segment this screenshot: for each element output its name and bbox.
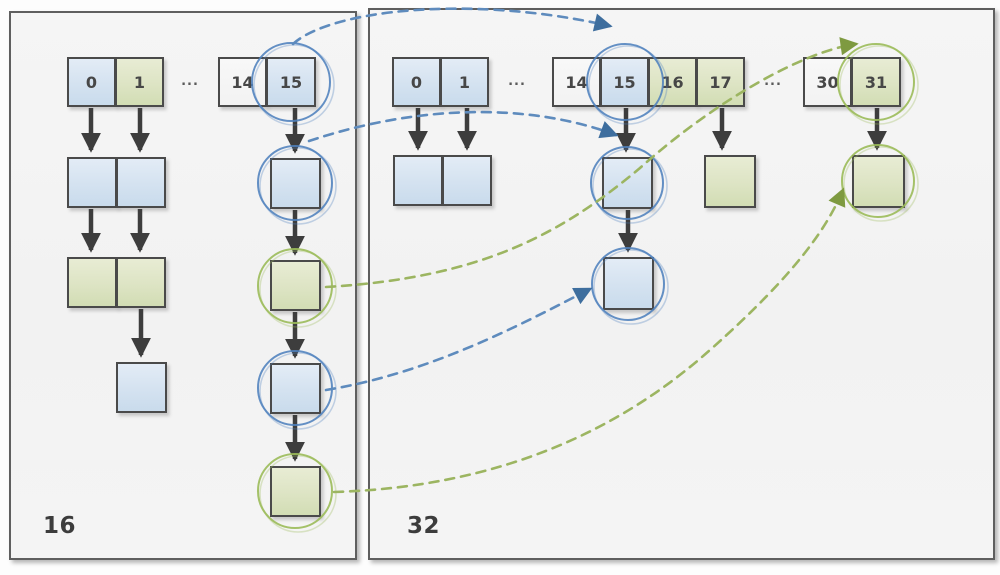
bucket-box-circled: [270, 466, 321, 517]
array-cell-0: 0: [67, 57, 116, 107]
bucket-box-circled: [603, 257, 654, 310]
array-cell-1: 1: [115, 57, 164, 107]
array-cell-31: 31: [851, 57, 901, 107]
ellipsis: ...: [181, 74, 199, 89]
array-cell-14: 14: [552, 57, 601, 107]
bucket-box-circled: [852, 155, 905, 208]
array-cell-16: 16: [648, 57, 697, 107]
array-cell-17: 17: [696, 57, 745, 107]
array-cell-1: 1: [440, 57, 489, 107]
bucket-box: [67, 257, 117, 308]
array-cell-14: 14: [218, 57, 267, 107]
bucket-box: [67, 157, 117, 208]
array-cell-0: 0: [392, 57, 441, 107]
bucket-box: [116, 257, 166, 308]
panel-16-label: 16: [43, 513, 77, 539]
array-cell-30: 30: [803, 57, 852, 107]
bucket-box: [442, 155, 492, 206]
panel-32-label: 32: [407, 513, 441, 539]
array-cell-15: 15: [266, 57, 316, 107]
bucket-box-circled: [602, 157, 653, 209]
bucket-box-circled: [270, 363, 321, 414]
bucket-box: [116, 157, 166, 208]
ellipsis: ...: [764, 74, 782, 89]
array-cell-15: 15: [600, 57, 649, 107]
bucket-box: [704, 155, 756, 208]
ellipsis: ...: [508, 74, 526, 89]
bucket-box-circled: [270, 260, 321, 311]
bucket-box: [116, 362, 167, 413]
bucket-box-circled: [270, 158, 321, 209]
bucket-box: [393, 155, 443, 206]
